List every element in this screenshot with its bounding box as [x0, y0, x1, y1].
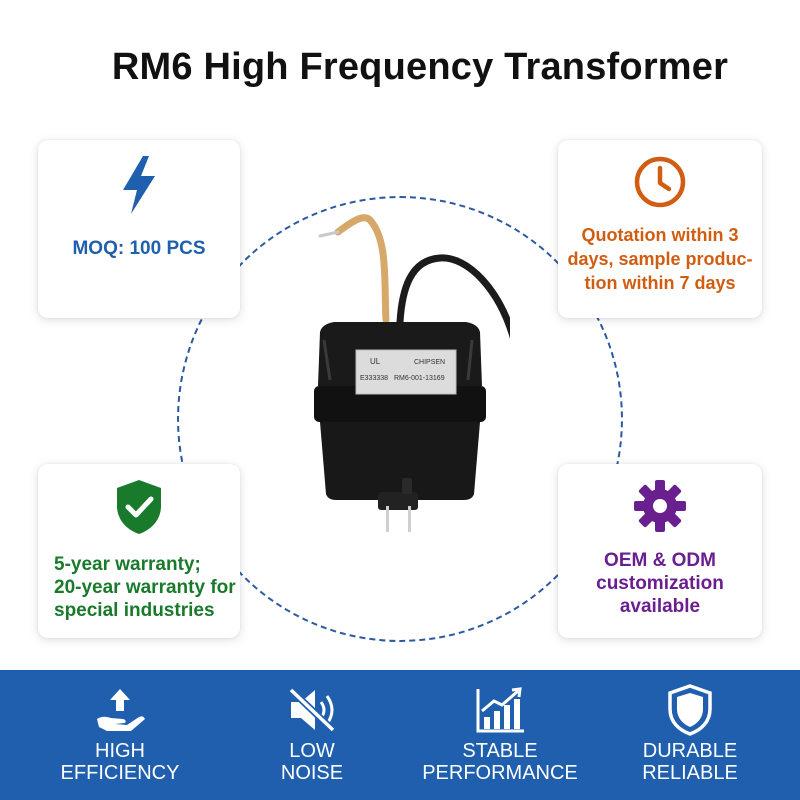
hand-upload-icon — [93, 682, 147, 738]
label-part: RM6-001-13169 — [394, 375, 445, 382]
moq-text: MOQ: 100 PCS — [72, 238, 206, 259]
gear-icon — [632, 478, 688, 539]
dashed-circle — [177, 196, 623, 642]
ul-mark: UL — [370, 357, 381, 366]
label-code: E333338 — [360, 375, 388, 382]
quotation-text: Quotation within 3 days, sample produc- … — [567, 225, 753, 293]
clock-icon — [632, 154, 688, 215]
card-moq: MOQ: 100 PCS — [38, 140, 240, 318]
label-brand: CHIPSEN — [414, 359, 445, 366]
growth-chart-icon — [474, 682, 526, 738]
page-title: RM6 High Frequency Transformer — [111, 46, 729, 88]
card-quotation: Quotation within 3 days, sample produc- … — [558, 140, 762, 318]
transformer-image: UL CHIPSEN E333338 RM6-001-13169 — [290, 200, 522, 560]
card-oem-odm: OEM & ODM customization available — [558, 464, 762, 638]
shield-icon — [667, 682, 713, 738]
feature-stable-performance: STABLE PERFORMANCE — [400, 670, 600, 800]
mute-speaker-icon — [287, 682, 337, 738]
feature-high-efficiency: HIGH EFFICIENCY — [20, 670, 220, 800]
shield-check-icon — [113, 478, 165, 541]
feature-durable-reliable: DURABLE RELIABLE — [590, 670, 790, 800]
card-warranty: 5-year warranty; 20-year warranty for sp… — [38, 464, 240, 638]
lightning-icon — [119, 154, 159, 221]
oem-text: OEM & ODM customization available — [596, 550, 724, 617]
features-bar: HIGH EFFICIENCY LOW NOISE — [0, 670, 800, 800]
feature-low-noise: LOW NOISE — [212, 670, 412, 800]
warranty-text: 5-year warranty; 20-year warranty for sp… — [54, 554, 236, 621]
